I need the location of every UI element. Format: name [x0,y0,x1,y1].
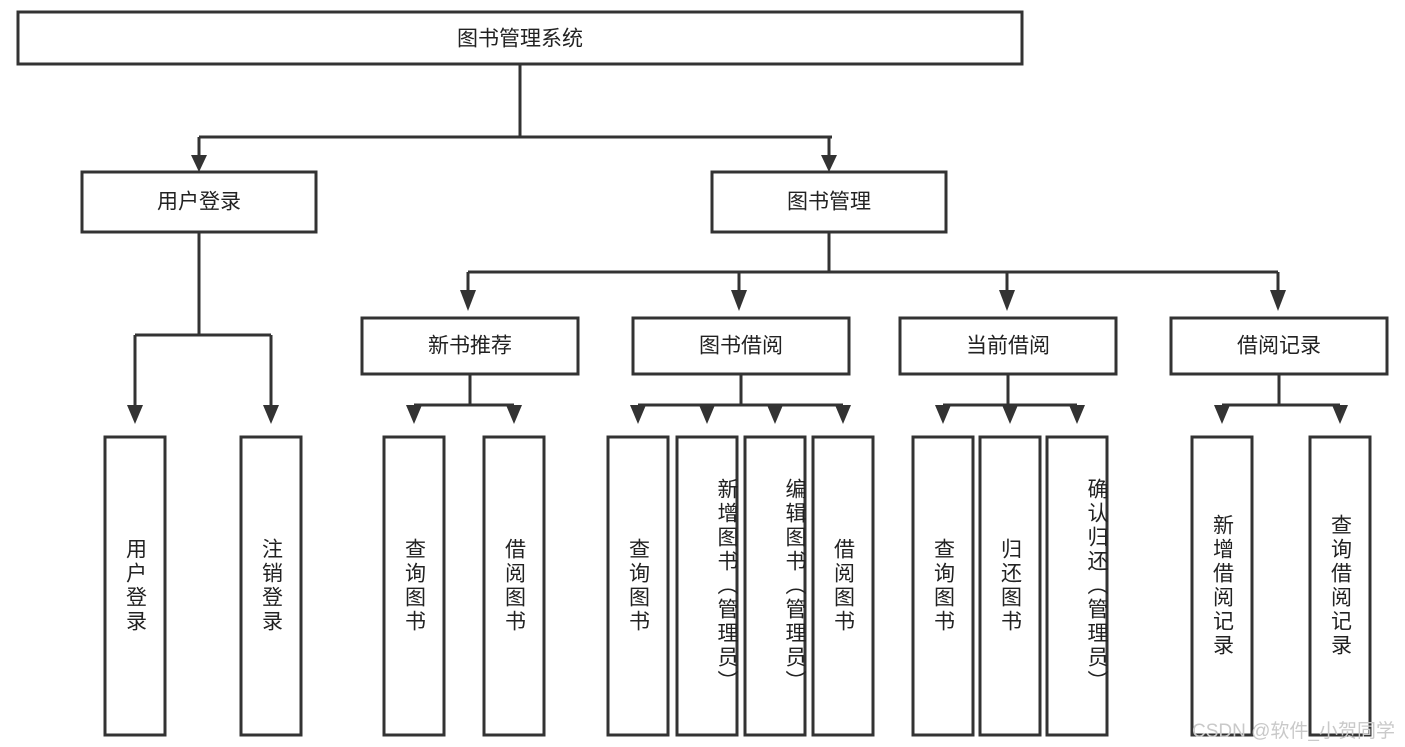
node-book-borrow-label: 图书借阅 [699,335,783,358]
arrow-user-login-leaf-1 [127,405,143,424]
leaf-box-return-book[interactable] [978,435,1042,737]
arrow-cb-leaf-1 [935,405,951,424]
leaf-box-query-book-3[interactable] [911,435,975,737]
arrow-br-leaf-1 [1214,405,1230,424]
arrow-cb-leaf-2 [1002,405,1018,424]
node-borrow-record[interactable] [1169,316,1389,376]
leaf-box-borrow-book-1[interactable] [482,435,546,737]
leaf-box-edit-book[interactable] [743,435,807,737]
node-current-borrow-label: 当前借阅 [966,335,1050,358]
node-new-book-recommend-label: 新书推荐 [428,335,512,358]
leaf-box-query-book-2[interactable] [606,435,670,737]
node-book-borrow[interactable] [631,316,851,376]
node-book-manage-label: 图书管理 [787,191,871,214]
node-borrow-record-label: 借阅记录 [1237,335,1321,358]
node-user-login-label: 用户登录 [157,191,241,214]
arrow-user-login-leaf-2 [263,405,279,424]
arrow-cb-leaf-3 [1069,405,1085,424]
node-book-manage[interactable] [710,170,948,234]
node-root-system-label: 图书管理系统 [457,28,583,51]
arrow-bb-leaf-3 [767,405,783,424]
arrow-bb-leaf-2 [699,405,715,424]
csdn-watermark: CSDN @软件_小贺同学 [1192,721,1395,742]
node-new-book-recommend[interactable] [360,316,580,376]
leaf-box-user-login[interactable] [103,435,167,737]
node-current-borrow[interactable] [898,316,1118,376]
arrow-root-to-user-login [191,155,207,172]
arrow-nbr-leaf-1 [406,405,422,424]
arrow-bm-to-borrow-record [1270,290,1286,311]
arrow-bb-leaf-1 [630,405,646,424]
arrow-root-to-book-manage [821,155,837,172]
arrow-bm-to-book-borrow [731,290,747,311]
arrow-bm-to-new-book [460,290,476,311]
arrow-bm-to-current-borrow [999,290,1015,311]
leaf-box-confirm-return[interactable] [1045,435,1109,737]
leaf-box-query-record[interactable] [1308,435,1372,737]
leaf-box-query-book-1[interactable] [382,435,446,737]
arrow-nbr-leaf-2 [506,405,522,424]
leaf-box-logout-login[interactable] [239,435,303,737]
leaf-box-add-book[interactable] [675,435,739,737]
arrow-br-leaf-2 [1332,405,1348,424]
leaf-box-add-record[interactable] [1190,435,1254,737]
node-root-system[interactable] [16,10,1024,66]
leaf-box-borrow-book-2[interactable] [811,435,875,737]
arrow-bb-leaf-4 [835,405,851,424]
